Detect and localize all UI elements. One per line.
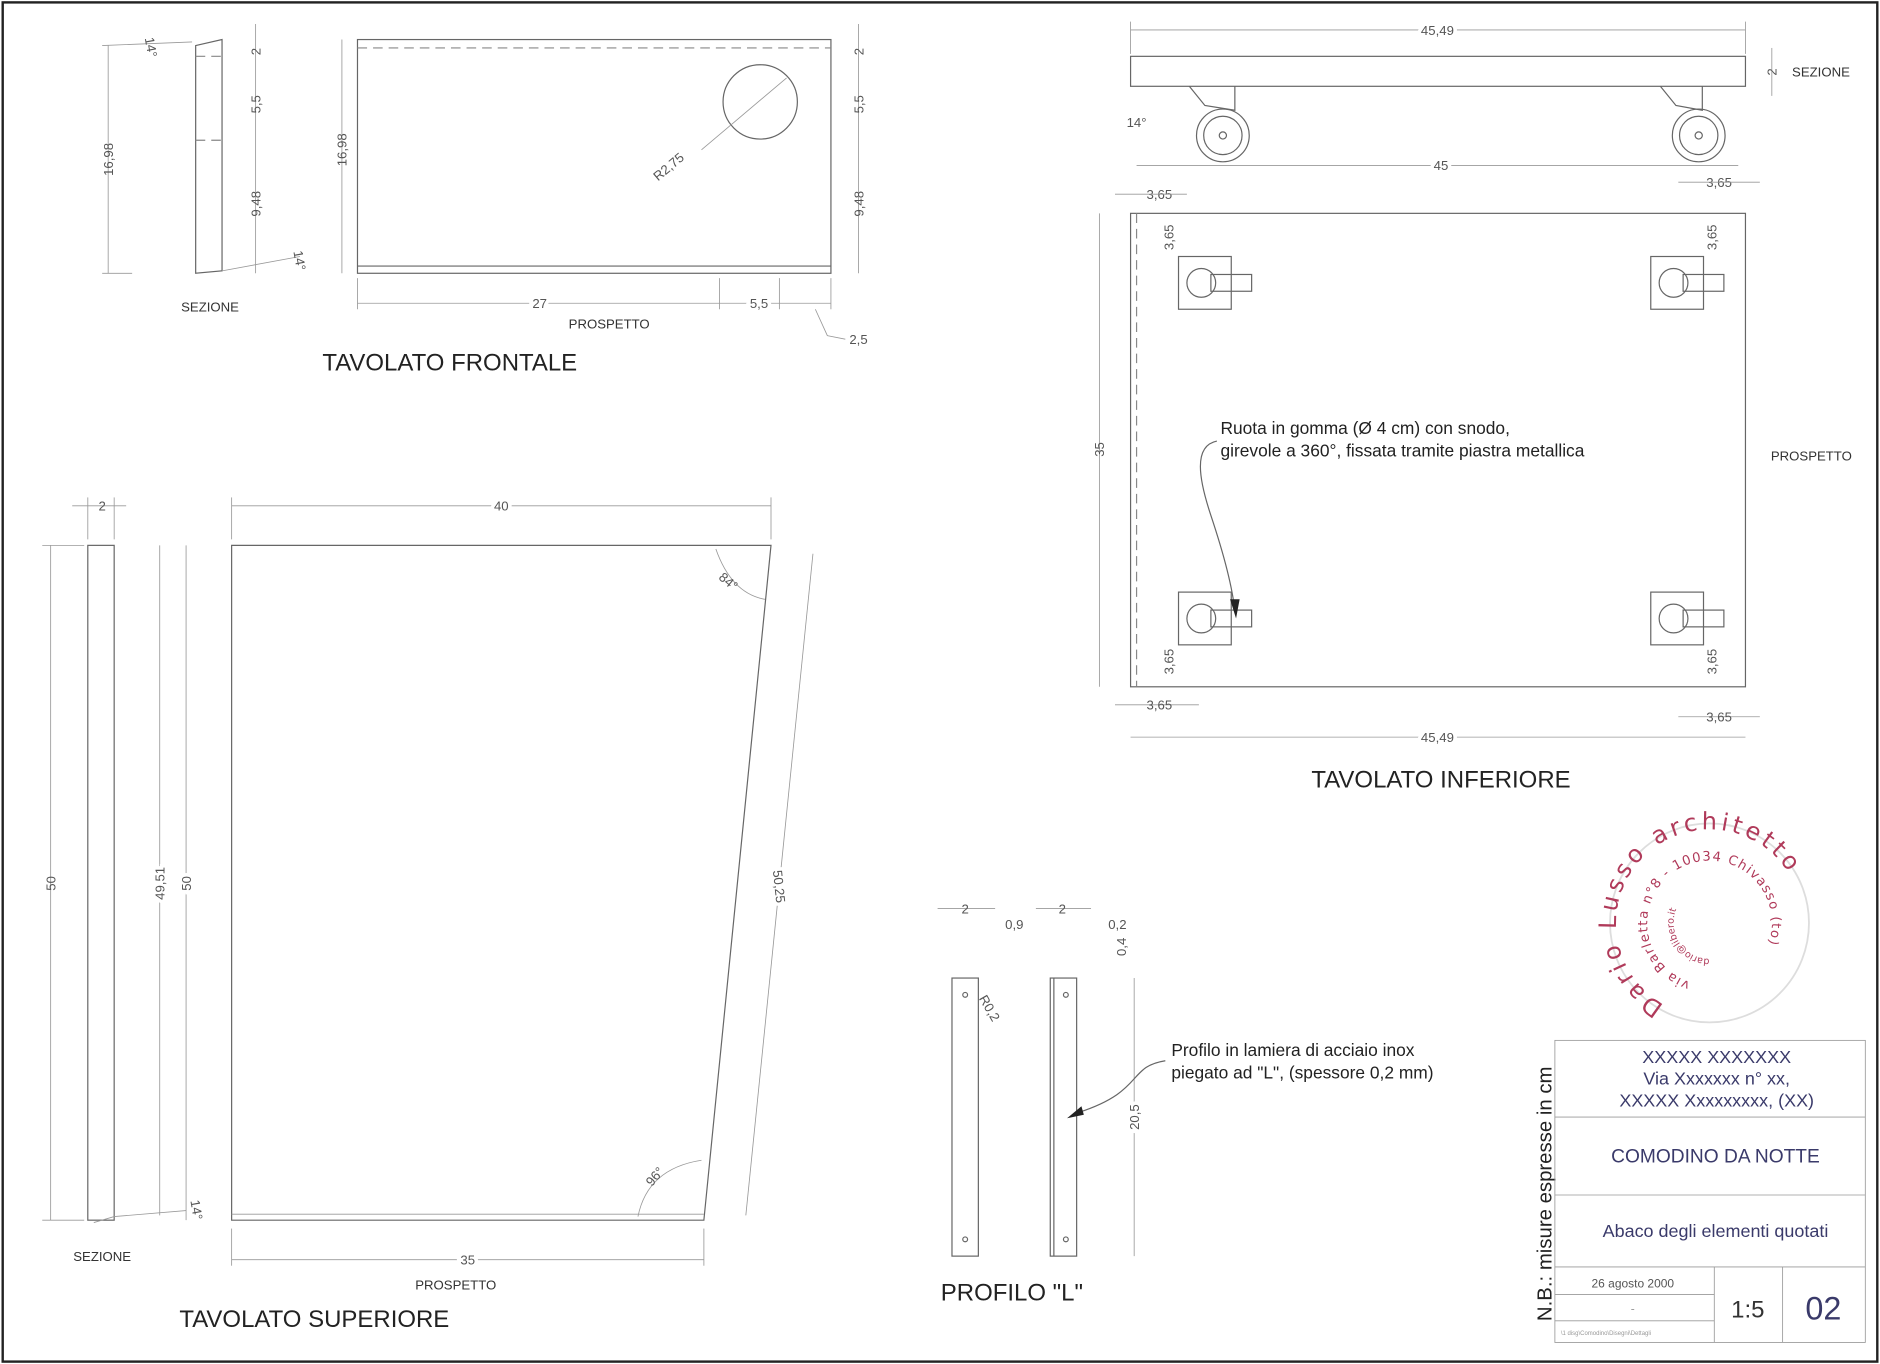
tavolato-frontale: 16,98 2 5,5 9,48 14° 14° SEZIONE R2,75 1… bbox=[101, 23, 868, 376]
superiore-title: TAVOLATO SUPERIORE bbox=[179, 1306, 449, 1333]
inferiore-depth: 35 bbox=[1092, 442, 1107, 457]
inferiore-offset-v-bl: 3,65 bbox=[1162, 649, 1177, 675]
caster-note-leader bbox=[1199, 440, 1236, 612]
superiore-sezione-label: SEZIONE bbox=[73, 1249, 131, 1264]
frontale-title: TAVOLATO FRONTALE bbox=[322, 349, 577, 376]
profilo-note-line1: Profilo in lamiera di acciaio inox bbox=[1171, 1040, 1414, 1060]
profilo-title: PROFILO "L" bbox=[941, 1279, 1083, 1306]
superiore-bottom-width: 35 bbox=[460, 1253, 475, 1268]
profilo-length: 20,5 bbox=[1127, 1104, 1142, 1130]
frontale-d1: 2 bbox=[851, 48, 866, 55]
caster-plate-bottom-right bbox=[1650, 591, 1725, 646]
inferiore-offset-v-br: 3,65 bbox=[1705, 649, 1720, 675]
drawing-subject: Abaco degli elementi quotati bbox=[1603, 1221, 1829, 1241]
caster-note-line1: Ruota in gomma (Ø 4 cm) con snodo, bbox=[1220, 418, 1509, 438]
frontale-w3: 2,5 bbox=[849, 332, 867, 347]
superiore-top-width: 40 bbox=[494, 499, 509, 514]
superiore-angle-top: 84° bbox=[716, 569, 741, 593]
profilo-w1: 2 bbox=[962, 901, 969, 916]
inferiore-prospetto-label: PROSPETTO bbox=[1771, 448, 1852, 463]
superiore-height: 50 bbox=[179, 876, 194, 891]
superiore-inner-height: 49,51 bbox=[153, 867, 168, 900]
units-note: N.B.: misure espresse in cm bbox=[1534, 1067, 1556, 1322]
profilo-t3: 0,4 bbox=[1114, 938, 1129, 956]
frontale-sezione-label: SEZIONE bbox=[181, 300, 239, 315]
caster-wheel-right bbox=[1659, 85, 1726, 163]
frontale-section-shape bbox=[195, 38, 223, 274]
profilo-t1: 0,9 bbox=[1005, 917, 1023, 932]
caster-plate-top-right bbox=[1650, 255, 1725, 310]
caster-note-line2: girevole a 360°, fissata tramite piastra… bbox=[1220, 441, 1584, 461]
superiore-prospetto-label: PROSPETTO bbox=[415, 1278, 496, 1293]
frontale-sec-d2: 5,5 bbox=[248, 95, 263, 113]
client-city: XXXXX Xxxxxxxxx, (XX) bbox=[1619, 1090, 1814, 1110]
inferiore-wheel-span: 45 bbox=[1434, 158, 1449, 173]
project-title: COMODINO DA NOTTE bbox=[1611, 1147, 1820, 1168]
profilo-note-line2: piegato ad "L", (spessore 0,2 mm) bbox=[1171, 1063, 1433, 1083]
frontale-sec-d1: 2 bbox=[248, 48, 263, 55]
sheet-number: 02 bbox=[1805, 1291, 1841, 1327]
frontale-sec-d3: 9,48 bbox=[248, 191, 263, 217]
inferiore-offset-v-tl: 3,65 bbox=[1162, 225, 1177, 251]
superiore-angle-section: 14° bbox=[187, 1199, 205, 1221]
superiore-slant-length: 50,25 bbox=[770, 869, 788, 903]
drawing-revision: - bbox=[1631, 1301, 1635, 1315]
profilo-front-shape bbox=[951, 977, 979, 1257]
profilo-t2: 0,2 bbox=[1108, 917, 1126, 932]
client-address: Via Xxxxxxx n° xx, bbox=[1643, 1069, 1790, 1089]
svg-text:dario@libero.it: dario@libero.it bbox=[1666, 906, 1710, 967]
frontale-radius: R2,75 bbox=[650, 150, 687, 184]
tavolato-superiore: 2 50 49,51 50 14° SEZIONE 40 50,25 84° 9… bbox=[42, 495, 814, 1333]
inferiore-section-shape bbox=[1129, 55, 1747, 87]
frontale-angle-top: 14° bbox=[142, 36, 160, 58]
inferiore-top-width: 45,49 bbox=[1421, 23, 1454, 38]
inferiore-offset-bottom-right: 3,65 bbox=[1706, 710, 1732, 725]
title-block: N.B.: misure espresse in cm XXXXX XXXXXX… bbox=[1534, 1039, 1866, 1343]
drawing-date: 26 agosto 2000 bbox=[1592, 1276, 1675, 1290]
tavolato-inferiore: 45,49 2 SEZIONE 14° 45 3,65 3,65 3,65 3,… bbox=[1092, 19, 1852, 793]
frontale-w2: 5,5 bbox=[750, 296, 768, 311]
frontale-prospetto-shape bbox=[356, 38, 832, 274]
stamp-inner-text: via Barletta n°8 - 10034 Chivasso (to) bbox=[1636, 849, 1782, 992]
frontale-height: 16,98 bbox=[335, 133, 350, 166]
svg-text:via Barletta n°8 - 10034 Chiva: via Barletta n°8 - 10034 Chivasso (to) bbox=[1636, 849, 1783, 992]
drawing-scale: 1:5 bbox=[1731, 1296, 1764, 1323]
handle-hole bbox=[722, 64, 798, 140]
superiore-angle-bottom: 96° bbox=[643, 1164, 667, 1189]
inferiore-offset-bottom-left: 3,65 bbox=[1147, 698, 1173, 713]
frontale-d3: 9,48 bbox=[851, 191, 866, 217]
profilo-radius: R0,2 bbox=[976, 992, 1003, 1024]
frontale-angle-bottom: 14° bbox=[290, 249, 308, 271]
inferiore-width: 45,49 bbox=[1421, 730, 1454, 745]
superiore-prospetto-shape bbox=[231, 544, 772, 1221]
superiore-sec-height: 50 bbox=[43, 876, 58, 891]
caster-wheel-left bbox=[1188, 85, 1250, 163]
frontale-prospetto-label: PROSPETTO bbox=[569, 316, 650, 331]
file-path: \1 disg\Comodino\Disegni\Dettagli bbox=[1561, 1331, 1651, 1337]
frontale-d2: 5,5 bbox=[851, 95, 866, 113]
stamp-core-text: dario@libero.it bbox=[1666, 906, 1710, 967]
profilo-note-leader bbox=[1078, 1060, 1166, 1113]
superiore-section-shape bbox=[87, 544, 115, 1221]
profilo-w2: 2 bbox=[1059, 901, 1066, 916]
architect-stamp: Dario Lusso architetto via Barletta n°8 … bbox=[1594, 807, 1810, 1024]
inferiore-thickness: 2 bbox=[1765, 68, 1780, 75]
inferiore-prospetto-shape bbox=[1129, 212, 1747, 688]
inferiore-sezione-label: SEZIONE bbox=[1792, 65, 1850, 80]
caster-plate-bottom-left bbox=[1177, 591, 1253, 646]
caster-plate-top-left bbox=[1177, 255, 1253, 310]
superiore-thickness: 2 bbox=[99, 499, 106, 514]
profilo-side-shape bbox=[1049, 977, 1078, 1257]
inferiore-angle: 14° bbox=[1127, 115, 1147, 130]
inferiore-title: TAVOLATO INFERIORE bbox=[1311, 766, 1570, 793]
profilo-l: 2 0,9 2 0,2 0,4 R0,2 20,5 Profilo in lam… bbox=[937, 901, 1434, 1306]
client-name: XXXXX XXXXXXX bbox=[1642, 1047, 1791, 1067]
inferiore-offset-v-tr: 3,65 bbox=[1705, 225, 1720, 251]
frontale-sec-height: 16,98 bbox=[101, 143, 116, 176]
frontale-w1: 27 bbox=[532, 296, 547, 311]
